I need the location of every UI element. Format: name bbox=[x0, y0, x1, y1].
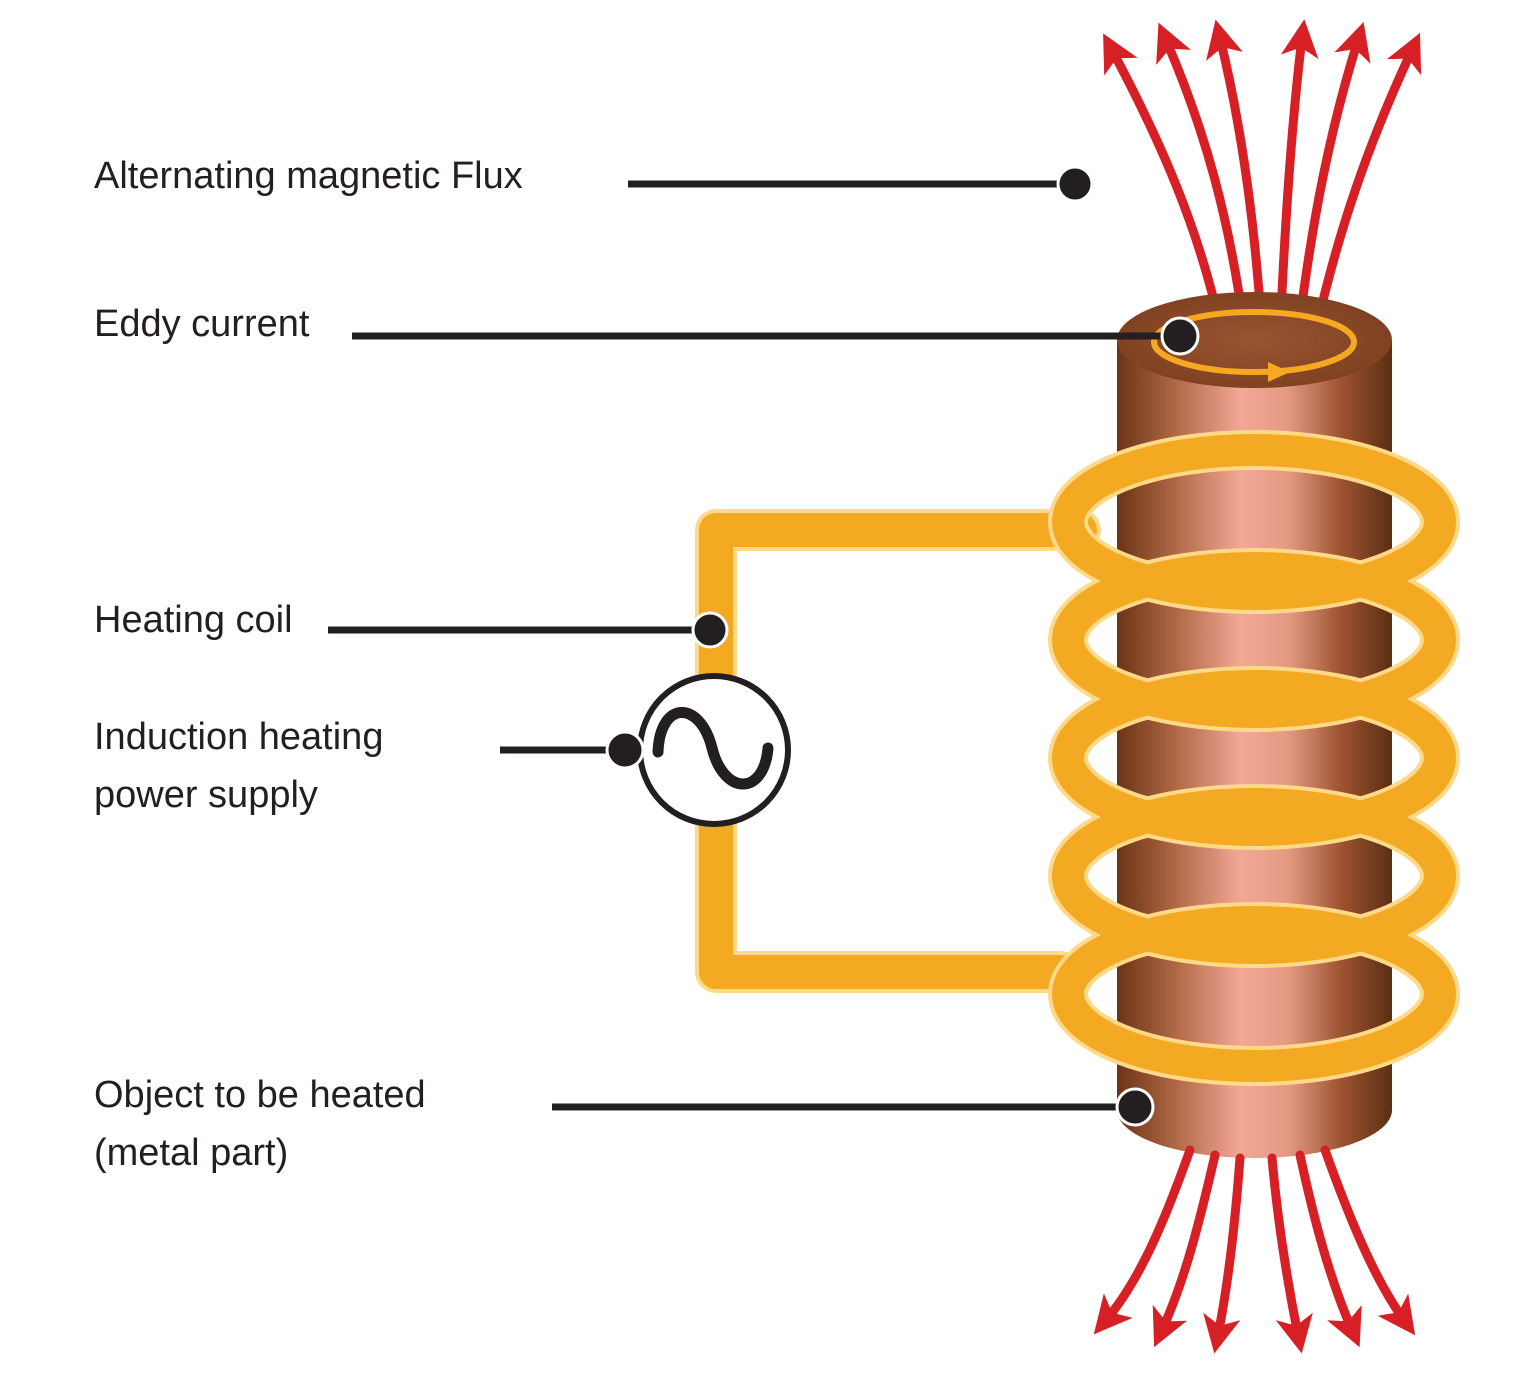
label-eddy-current: Eddy current bbox=[94, 303, 310, 345]
leader-lines bbox=[328, 165, 1200, 1127]
flux-arrow-icon bbox=[1093, 1145, 1195, 1335]
label-supply-line1: Induction heating bbox=[94, 716, 384, 758]
leader-dot-coil bbox=[691, 611, 729, 649]
heating-coil bbox=[1048, 430, 1460, 1086]
label-supply-line2: power supply bbox=[94, 774, 318, 816]
eddy-arrow-icon bbox=[1268, 362, 1290, 382]
flux-arrows-bottom bbox=[1093, 1145, 1416, 1354]
flux-arrow-icon bbox=[1267, 1153, 1313, 1354]
label-object-to-be-heated: Object to be heated (metal part) bbox=[94, 1066, 426, 1182]
leader-dot-eddy bbox=[1160, 316, 1200, 356]
eddy-current-ring bbox=[1151, 309, 1357, 375]
flux-arrows-top bbox=[1103, 19, 1422, 340]
flux-arrow-icon bbox=[1203, 1153, 1245, 1354]
metal-part-front bbox=[1117, 388, 1392, 451]
leader-dot-object bbox=[1115, 1087, 1155, 1127]
label-object-line1: Object to be heated bbox=[94, 1074, 426, 1116]
flux-arrow-icon bbox=[1156, 22, 1250, 340]
flux-arrow-icon bbox=[1275, 19, 1319, 340]
flux-arrow-icon bbox=[1295, 1150, 1362, 1348]
label-heating-coil: Heating coil bbox=[94, 599, 293, 641]
flux-arrow-icon bbox=[1103, 33, 1227, 340]
flux-arrow-icon bbox=[1293, 21, 1371, 340]
flux-arrow-icon bbox=[1206, 19, 1267, 340]
flux-arrow-icon bbox=[1320, 1145, 1416, 1336]
label-object-line2: (metal part) bbox=[94, 1132, 289, 1174]
flux-arrow-icon bbox=[1310, 32, 1422, 340]
label-induction-heating-power-supply: Induction heating power supply bbox=[94, 708, 383, 824]
leader-dot-supply bbox=[605, 730, 645, 770]
label-alternating-magnetic-flux: Alternating magnetic Flux bbox=[94, 155, 523, 197]
flux-arrow-icon bbox=[1152, 1150, 1220, 1348]
leader-dot-flux bbox=[1056, 165, 1094, 203]
ac-source-icon bbox=[637, 673, 791, 827]
